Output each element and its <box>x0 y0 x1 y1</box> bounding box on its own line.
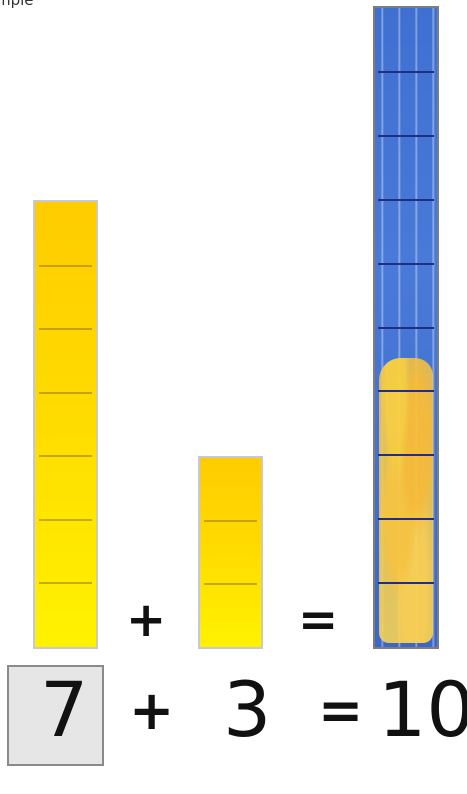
unit-divider <box>378 582 434 585</box>
unit-divider <box>378 262 434 265</box>
cropped-title-text: mple <box>0 0 34 9</box>
addend-two: 3 <box>223 665 272 754</box>
unit-divider <box>378 326 434 329</box>
unit-divider <box>204 583 257 585</box>
yellow-paint-overlay <box>379 358 433 643</box>
ten-unit-bar <box>373 6 439 649</box>
unit-divider <box>378 454 434 457</box>
equation-plus-sign: + <box>129 679 175 742</box>
unit-divider <box>378 70 434 73</box>
unit-divider <box>39 518 92 521</box>
visual-plus-sign: + <box>126 592 167 648</box>
addend-input-box[interactable] <box>7 665 104 766</box>
three-unit-bar <box>198 456 263 649</box>
seven-unit-bar <box>33 200 98 649</box>
addend-one: 7 <box>40 665 89 754</box>
equation-equals-sign: = <box>318 679 364 742</box>
unit-divider <box>378 390 434 393</box>
unit-divider <box>39 582 92 585</box>
unit-divider <box>39 391 92 394</box>
unit-divider <box>204 520 257 522</box>
unit-divider <box>378 518 434 521</box>
equation-result: 10 <box>378 665 467 754</box>
unit-divider <box>378 198 434 201</box>
unit-divider <box>39 328 92 331</box>
unit-divider <box>378 134 434 137</box>
unit-divider <box>39 264 92 267</box>
unit-divider <box>39 455 92 458</box>
visual-equals-sign: = <box>298 592 339 648</box>
